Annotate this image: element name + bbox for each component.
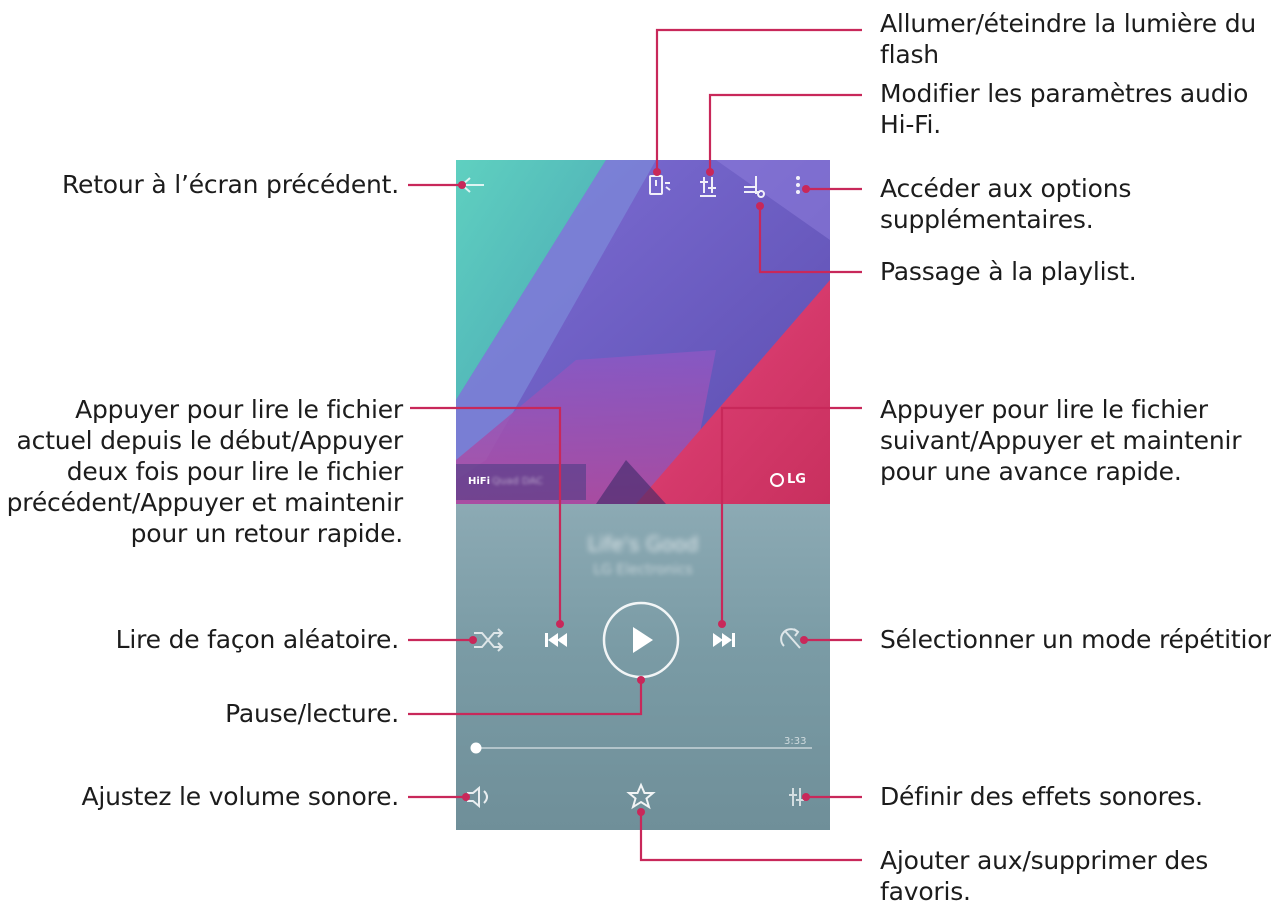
callout-effects: Définir des effets sonores. — [880, 781, 1203, 812]
callout-favorite: Ajouter aux/supprimer des favoris. — [880, 845, 1208, 907]
sound-effects-icon[interactable] — [789, 788, 804, 806]
callout-options-line1: Accéder aux options — [880, 174, 1132, 203]
song-title: Life's Good — [587, 532, 699, 556]
callout-hifi-line2: Hi-Fi. — [880, 110, 942, 139]
volume-icon[interactable] — [467, 785, 488, 809]
callout-volume-text: Ajustez le volume sonore. — [81, 782, 399, 811]
back-arrow-icon[interactable] — [460, 177, 484, 193]
callout-next: Appuyer pour lire le fichier suivant/App… — [880, 394, 1242, 487]
callout-back: Retour à l’écran précédent. — [62, 169, 399, 200]
callout-prev: Appuyer pour lire le fichier actuel depu… — [6, 394, 404, 549]
flash-icon[interactable] — [649, 175, 671, 195]
play-icon — [633, 627, 653, 653]
skip-previous-icon[interactable] — [545, 633, 567, 647]
star-icon[interactable] — [626, 782, 656, 810]
shuffle-icon[interactable] — [474, 628, 504, 652]
callout-flash-line2: flash — [880, 40, 939, 69]
playlist-icon[interactable] — [744, 176, 765, 198]
callout-shuffle-text: Lire de façon aléatoire. — [115, 625, 400, 654]
seek-bar-thumb — [470, 742, 482, 754]
callout-effects-text: Définir des effets sonores. — [880, 782, 1203, 811]
callout-options-line2: supplémentaires. — [880, 205, 1094, 234]
callout-prev-line3: deux fois pour lire le fichier — [66, 457, 403, 486]
song-artist: LG Electronics — [593, 562, 693, 578]
callout-prev-line5: pour un retour rapide. — [130, 519, 404, 548]
callout-playlist-text: Passage à la playlist. — [880, 257, 1137, 286]
callout-back-text: Retour à l’écran précédent. — [61, 170, 399, 199]
callout-prev-line1: Appuyer pour lire le fichier — [75, 395, 403, 424]
callout-next-line3: pour une avance rapide. — [880, 457, 1182, 486]
callout-prev-line4: précédent/Appuyer et maintenir — [6, 488, 404, 517]
callout-favorite-line1: Ajouter aux/supprimer des — [880, 846, 1209, 875]
callout-repeat-text: Sélectionner un mode répétition — [880, 625, 1271, 654]
callout-volume: Ajustez le volume sonore. — [81, 781, 399, 812]
play-button[interactable] — [602, 601, 680, 679]
callout-flash: Allumer/éteindre la lumière du flash — [880, 8, 1256, 70]
callout-flash-line1: Allumer/éteindre la lumière du — [880, 9, 1257, 38]
callout-prev-line2: actuel depuis le début/Appuyer — [16, 426, 404, 455]
callout-favorite-line2: favoris. — [880, 877, 971, 906]
callout-play: Pause/lecture. — [225, 698, 399, 729]
skip-next-icon[interactable] — [713, 633, 735, 647]
callout-hifi: Modifier les paramètres audio Hi-Fi. — [880, 78, 1248, 140]
callout-playlist: Passage à la playlist. — [880, 256, 1137, 287]
more-vertical-icon[interactable] — [796, 176, 800, 194]
seek-bar[interactable] — [470, 742, 813, 754]
repeat-icon[interactable] — [780, 628, 801, 649]
callout-hifi-line1: Modifier les paramètres audio — [880, 79, 1249, 108]
callout-play-text: Pause/lecture. — [225, 699, 399, 728]
hifi-equalizer-icon[interactable] — [700, 177, 716, 197]
callout-next-line2: suivant/Appuyer et maintenir — [880, 426, 1242, 455]
callout-options: Accéder aux options supplémentaires. — [880, 173, 1131, 235]
callout-repeat: Sélectionner un mode répétition — [880, 624, 1271, 655]
track-duration: 3:33 — [784, 736, 807, 747]
callout-next-line1: Appuyer pour lire le fichier — [880, 395, 1208, 424]
callout-shuffle: Lire de façon aléatoire. — [115, 624, 400, 655]
